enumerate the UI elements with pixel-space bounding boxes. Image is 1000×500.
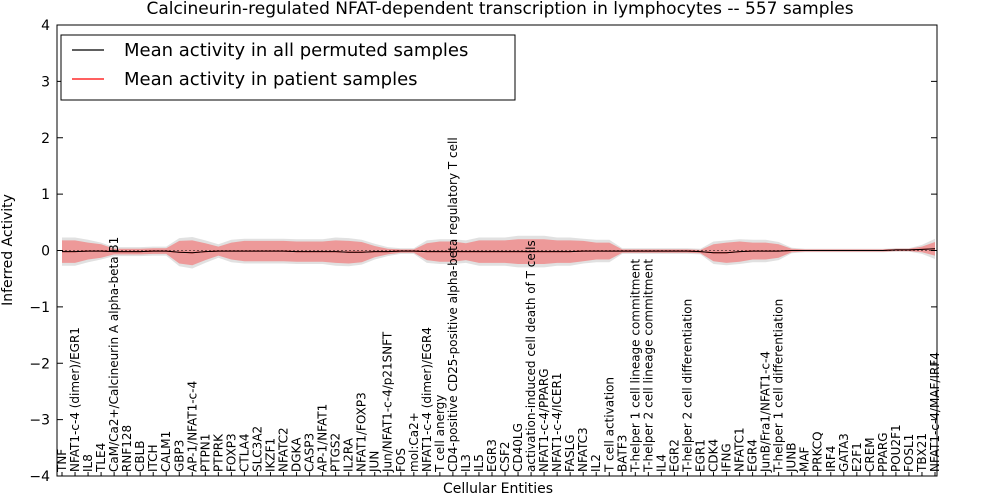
x-entity-label: NFATC3 (576, 427, 590, 472)
y-ticks: −4 −3 −2 −1 0 1 2 3 4 (29, 18, 937, 485)
x-entity-label: DGKA (290, 437, 304, 472)
x-entity-label: Jun/NFAT1-c-4/p21SNFT (381, 331, 395, 473)
band-patient (62, 239, 935, 266)
x-entity-label: MAF (798, 446, 812, 472)
x-entity-label: T-helper 1 cell lineage commitment (628, 259, 642, 473)
x-entity-label: IL2 (589, 454, 603, 472)
lines-layer (62, 248, 936, 254)
x-entity-label: NFAT1-c-4/PPARG (537, 368, 551, 472)
x-entity-label: FOS (394, 448, 408, 472)
x-entity-label: CREM (863, 437, 877, 472)
x-entity-label: NFAT1-c-4/ICER1 (550, 373, 564, 472)
x-entity-label: BATF3 (615, 435, 629, 472)
x-entity-label: mol:Ca2+ (407, 412, 421, 472)
x-entity-label: T cell activation (602, 377, 616, 473)
x-entity-label: TLE4 (94, 443, 108, 473)
x-entity-label: CD40LG (511, 423, 525, 472)
x-entity-label: FOXP3 (224, 433, 238, 472)
x-entity-label: TBX21 (915, 433, 929, 473)
x-entity-label: activation-induced cell death of T cells (524, 240, 538, 472)
x-entity-label: NFATC1 (733, 427, 747, 472)
x-entity-label: IL4 (654, 454, 668, 472)
x-entity-label: E2F1 (850, 442, 864, 472)
x-entity-label: NFATC2 (277, 427, 291, 472)
x-entity-label: EGR2 (667, 439, 681, 472)
x-entity-label: GBP3 (172, 440, 186, 472)
x-entity-label: PPARG (876, 432, 890, 472)
legend-label-permuted: Mean activity in all permuted samples (124, 40, 468, 61)
x-entity-label: EGR3 (485, 439, 499, 472)
y-tick-label: 1 (41, 187, 50, 203)
y-axis-label: Inferred Activity (0, 194, 16, 306)
x-entity-label: IFNG (720, 443, 734, 472)
x-entity-label: TNF (55, 449, 69, 473)
x-entity-label: NFAT1-c-4 (dimer)/EGR1 (68, 327, 82, 472)
x-entity-label: PTPRK (211, 433, 225, 472)
y-tick-label: 2 (41, 131, 50, 147)
x-entity-label: CaM/Ca2+/Calcineurin A alpha-beta B1 (107, 237, 121, 472)
x-entity-label: AP-1/NFAT1-c-4 (185, 381, 199, 472)
x-entity-label: JUNB (785, 442, 799, 473)
x-entity-label: IL5 (472, 454, 486, 472)
x-entity-label: JUN (368, 451, 382, 473)
legend-label-patient: Mean activity in patient samples (124, 69, 418, 90)
x-axis-label: Cellular Entities (443, 481, 553, 497)
x-entity-label: IL3 (459, 454, 473, 472)
x-entity-label: JunB/Fra1/NFAT1-c-4 (759, 351, 773, 473)
x-entity-label: CD4-positive CD25-positive alpha-beta re… (446, 137, 460, 472)
x-entity-label: NFAT1-c-4 (dimer)/EGR4 (420, 327, 434, 472)
x-entity-label: FOSL1 (902, 434, 916, 472)
x-entity-label: AP-1/NFAT1 (316, 404, 330, 472)
x-entity-label: CASP3 (303, 433, 317, 472)
chart-title: Calcineurin-regulated NFAT-dependent tra… (146, 0, 853, 19)
x-entity-label: GATA3 (837, 433, 851, 472)
x-entity-label: CBLB (133, 440, 147, 472)
x-entity-label: POU2F1 (889, 424, 903, 472)
x-entity-label: CSF2 (498, 441, 512, 472)
legend: Mean activity in all permuted samples Me… (60, 34, 516, 101)
x-entity-label: PTPN1 (198, 434, 212, 472)
x-entity-label: SLC3A2 (250, 426, 264, 472)
x-entity-label: CALM1 (159, 431, 173, 472)
y-tick-label: 3 (41, 74, 50, 90)
x-entity-label: EGR4 (746, 439, 760, 472)
x-entity-label: IKZF1 (264, 438, 278, 472)
x-entity-label: EGR1 (694, 439, 708, 472)
y-tick-label: 0 (41, 244, 50, 260)
x-entity-label: FASLG (563, 434, 577, 472)
x-entity-label: IL8 (81, 454, 95, 472)
x-entity-label: T-helper 1 cell differentiation (772, 299, 786, 473)
x-entity-label: PTGS2 (329, 433, 343, 472)
x-entity-label: PRKCQ (811, 431, 825, 472)
series-line-permuted (62, 248, 936, 254)
x-entity-label: NFAT1/FOXP3 (355, 392, 369, 472)
y-tick-label: −4 (29, 469, 50, 485)
x-entity-label: ITCH (146, 444, 160, 472)
x-entity-label: T cell anergy (433, 395, 447, 473)
x-entity-label: T-helper 2 cell differentiation (680, 299, 694, 473)
bands-layer (62, 235, 935, 269)
x-entity-label: CDK4 (707, 439, 721, 472)
x-entity-label: CTLA4 (237, 433, 251, 472)
x-entity-label: RNF128 (120, 425, 134, 472)
y-tick-label: −3 (29, 413, 50, 429)
x-entity-label: IRF4 (824, 446, 838, 472)
y-tick-label: −1 (29, 300, 50, 316)
x-entity-label: T-helper 2 cell lineage commitment (641, 259, 655, 473)
y-tick-label: 4 (41, 18, 50, 34)
legend-box (60, 34, 516, 101)
x-entity-label: IL2RA (342, 437, 356, 472)
x-entity-label: NFAT1-c-4/MAF/IRF4 (928, 352, 942, 472)
y-tick-label: −2 (29, 356, 50, 372)
